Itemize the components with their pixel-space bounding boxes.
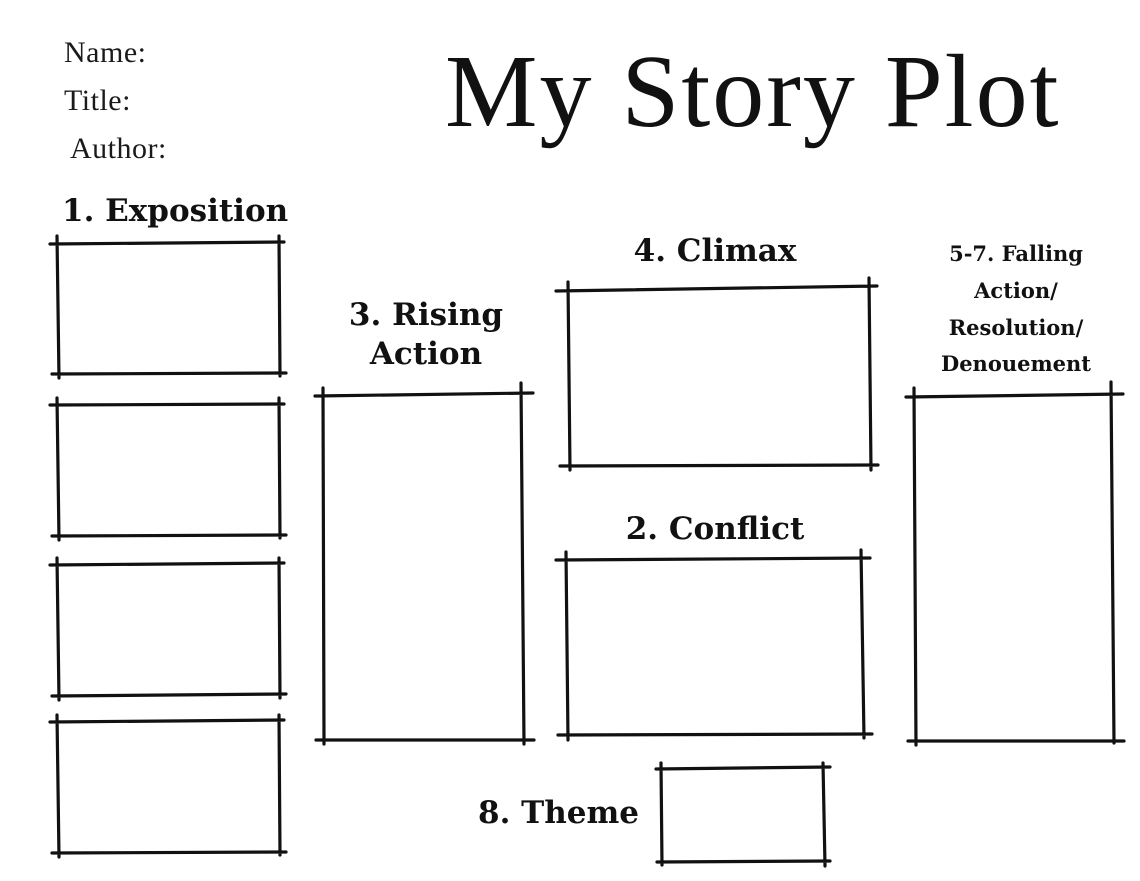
title-label: Title:	[64, 84, 131, 117]
conflict-heading: 2. Conflict	[625, 511, 805, 547]
exposition-box-4[interactable]	[48, 713, 288, 859]
exposition-box-1[interactable]	[48, 234, 288, 380]
name-label: Name:	[64, 36, 147, 69]
climax-box[interactable]	[554, 276, 880, 472]
rising-action-heading-line1: 3. Rising	[348, 297, 504, 333]
falling-action-heading-line2: Action/	[974, 277, 1058, 303]
rising-action-heading: 3. Rising Action	[326, 296, 526, 374]
climax-heading: 4. Climax	[633, 233, 797, 269]
page-title: My Story Plot	[445, 34, 1061, 149]
falling-action-heading: 5-7. Falling Action/ Resolution/ Denouem…	[916, 236, 1116, 383]
falling-action-heading-line3: Resolution/	[948, 314, 1084, 340]
falling-action-box[interactable]	[904, 380, 1126, 747]
rising-action-heading-line2: Action	[369, 335, 483, 372]
conflict-box[interactable]	[554, 548, 874, 742]
theme-box[interactable]	[654, 761, 832, 868]
falling-action-heading-line1: 5-7. Falling	[949, 241, 1083, 266]
exposition-box-2[interactable]	[48, 396, 288, 542]
exposition-heading: 1. Exposition	[62, 193, 289, 229]
author-label: Author:	[70, 132, 167, 165]
rising-action-box[interactable]	[313, 381, 536, 746]
theme-heading: 8. Theme	[478, 795, 640, 831]
exposition-box-3[interactable]	[48, 556, 288, 702]
falling-action-heading-line4: Denouement	[940, 351, 1092, 377]
